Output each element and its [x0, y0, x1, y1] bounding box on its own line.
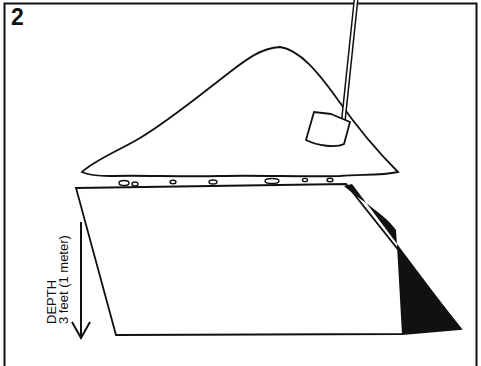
shovel — [306, 0, 356, 146]
frame — [5, 4, 477, 366]
depth-label: DEPTH3 feet (1 meter) — [46, 235, 70, 324]
hole — [76, 184, 461, 335]
depth-arrow — [72, 222, 90, 338]
dimension-text: 3 feet (1 meter) — [58, 235, 70, 324]
hole-shadow — [344, 184, 461, 334]
dimension-text: DEPTH — [46, 235, 58, 324]
step-number: 2 — [11, 4, 24, 30]
